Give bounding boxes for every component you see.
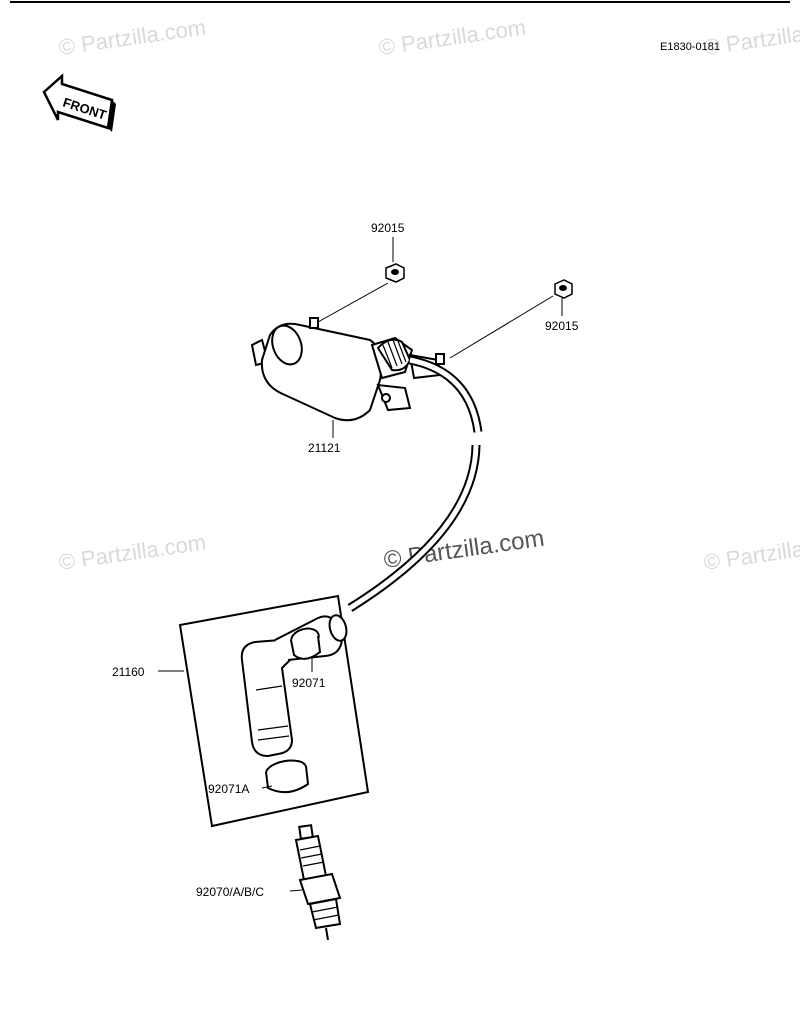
seal-lower-icon bbox=[265, 759, 310, 794]
watermark-1: © Partzilla.com bbox=[57, 15, 207, 60]
ignition-lead bbox=[347, 355, 483, 612]
label-spark-plug: 92070/A/B/C bbox=[196, 885, 264, 899]
ignition-coil-icon bbox=[250, 317, 445, 422]
label-seal-lower: 92071A bbox=[208, 782, 249, 796]
label-nut-right: 92015 bbox=[545, 319, 579, 333]
label-nut-upper: 92015 bbox=[371, 221, 405, 235]
watermark-5: © Partzilla.com bbox=[702, 530, 800, 575]
watermark-2: © Partzilla.com bbox=[377, 15, 527, 60]
nut-right-icon bbox=[554, 279, 573, 299]
diagram-code: E1830-0181 bbox=[660, 41, 720, 53]
front-arrow-icon: FRONT bbox=[42, 73, 116, 132]
label-ignition-coil: 21121 bbox=[308, 441, 341, 455]
seal-upper-icon bbox=[290, 627, 322, 660]
watermark-6: © Partzilla.com bbox=[702, 15, 800, 60]
spark-plug-icon bbox=[294, 824, 342, 941]
label-cap-assembly: 21160 bbox=[112, 665, 145, 679]
nut-upper-icon bbox=[385, 263, 405, 283]
watermarks: © Partzilla.com © Partzilla.com © Partzi… bbox=[57, 15, 800, 575]
label-seal-upper: 92071 bbox=[292, 676, 326, 690]
cap-assembly-frame bbox=[178, 594, 370, 828]
watermark-3: © Partzilla.com bbox=[57, 530, 207, 575]
